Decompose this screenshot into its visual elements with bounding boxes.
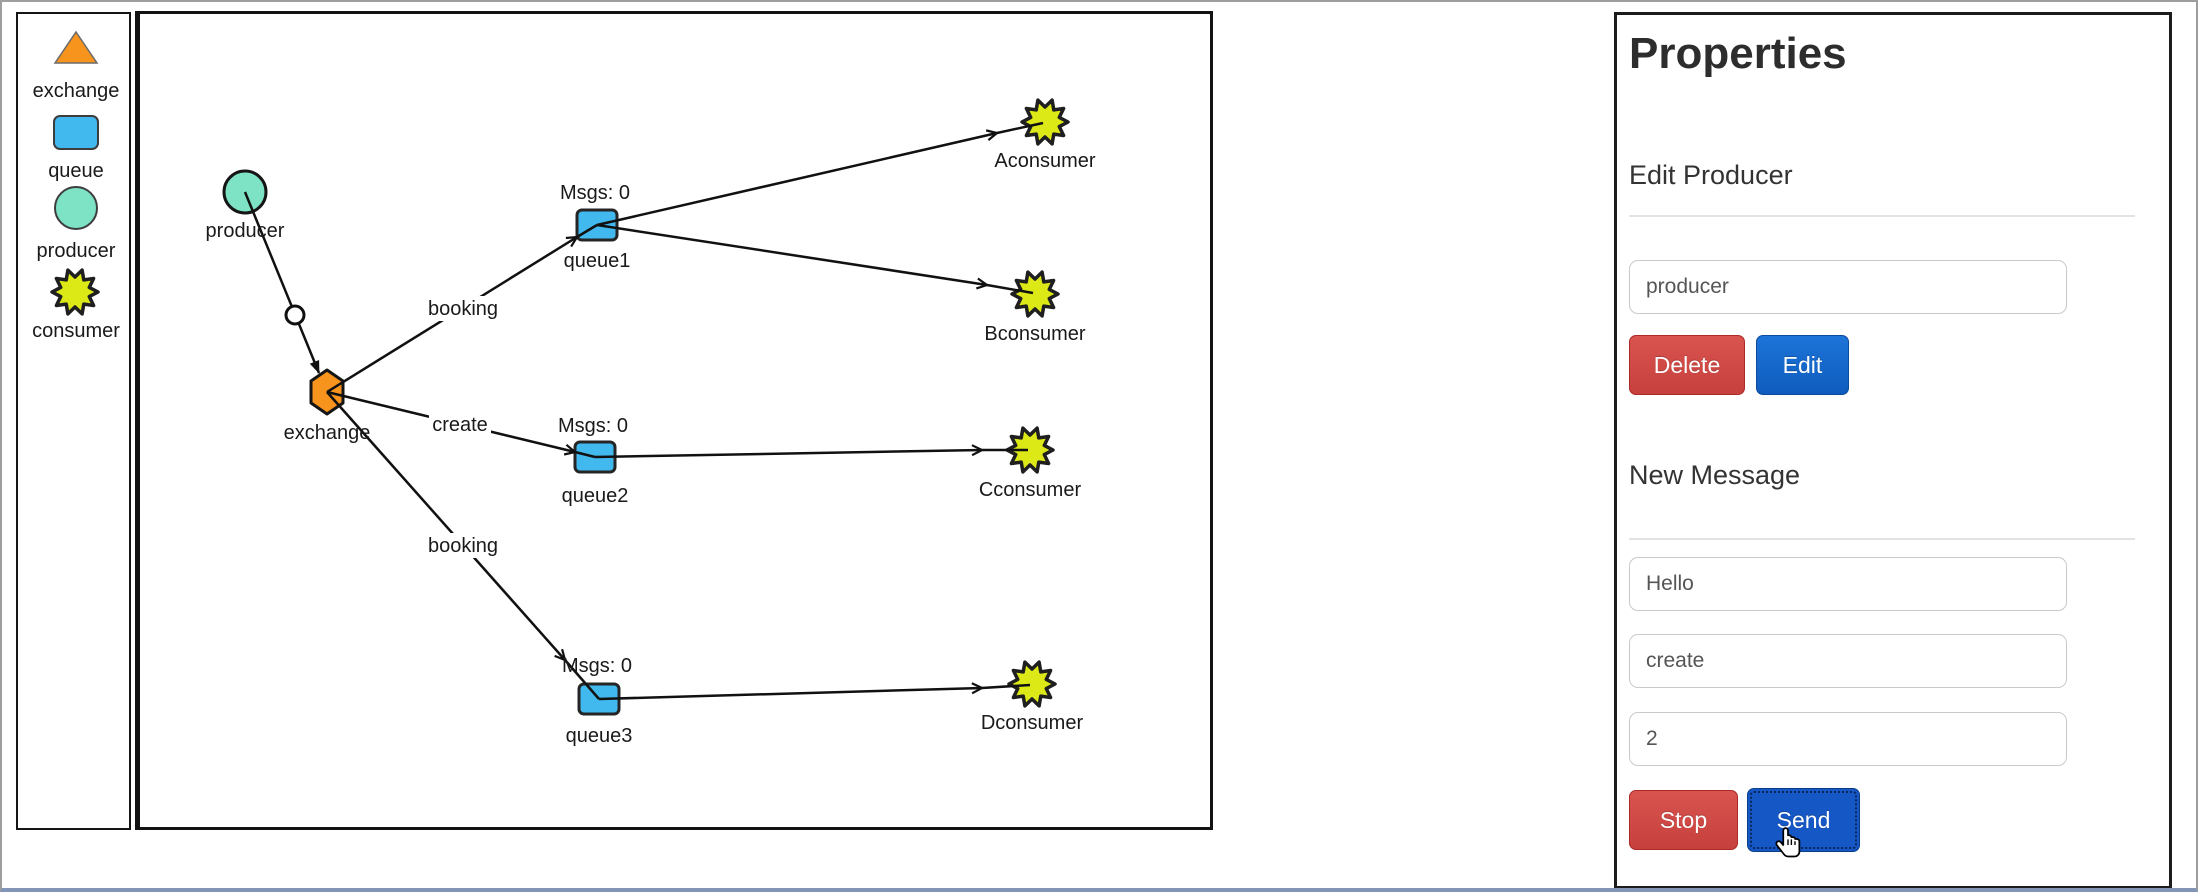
edge-exchange-queue3[interactable] (326, 391, 567, 662)
palette-producer-icon[interactable] (54, 186, 98, 230)
label-queue2: queue2 (562, 485, 629, 507)
diagram-canvas[interactable]: booking create booking producer exchange… (135, 11, 1213, 830)
node-aconsumer[interactable] (1020, 98, 1070, 146)
diagram-svg: booking create booking producer exchange… (206, 98, 1096, 747)
edge-queue3-dconsumer[interactable] (598, 682, 985, 701)
palette-consumer-label: consumer (32, 320, 120, 342)
edge-label-bg (423, 533, 503, 558)
node-bconsumer[interactable] (1010, 270, 1060, 318)
edge-queue1-bconsumer-tail (986, 283, 1034, 295)
label-bconsumer: Bconsumer (984, 323, 1085, 345)
edge-label-booking2: booking (428, 535, 498, 557)
label-exchange: exchange (284, 422, 371, 444)
label-queue3-msgs: Msgs: 0 (562, 655, 632, 677)
routing-key-input[interactable] (1629, 634, 2067, 688)
edge-queue1-aconsumer-tail (996, 121, 1044, 135)
palette-producer-label: producer (37, 240, 116, 262)
label-producer: producer (206, 220, 285, 242)
edge-queue3-dconsumer-tail (981, 683, 1031, 690)
delete-button[interactable]: Delete (1629, 335, 1745, 395)
edge-exchange-queue2-tail (574, 450, 596, 459)
edge-label-bg (429, 412, 491, 437)
label-cconsumer: Cconsumer (979, 479, 1082, 501)
palette-consumer-icon[interactable] (50, 268, 100, 316)
edge-label-bg (423, 296, 503, 321)
panel-title: Properties (1629, 29, 1847, 78)
palette-exchange-label: exchange (33, 80, 120, 102)
properties-panel: Properties Edit Producer Delete Edit New… (1614, 12, 2172, 888)
edge-producer-exchange[interactable] (243, 191, 321, 374)
label-aconsumer: Aconsumer (994, 150, 1095, 172)
palette-queue-label: queue (48, 160, 104, 182)
send-button[interactable]: Send (1747, 788, 1860, 852)
new-message-heading: New Message (1629, 460, 1801, 490)
label-queue1-msgs: Msgs: 0 (560, 182, 630, 204)
edit-producer-heading: Edit Producer (1629, 160, 1793, 190)
shape-palette: exchange queue producer consumer (16, 12, 131, 830)
label-queue3: queue3 (566, 725, 633, 747)
link-handle[interactable] (284, 304, 306, 326)
edge-exchange-queue1-tail (576, 223, 598, 239)
message-input[interactable] (1629, 557, 2067, 611)
edge-exchange-queue3-tail (564, 659, 600, 700)
edit-button[interactable]: Edit (1756, 335, 1849, 395)
divider (1629, 215, 2135, 217)
edge-label-booking1: booking (428, 298, 498, 320)
stop-button[interactable]: Stop (1629, 790, 1738, 850)
label-dconsumer: Dconsumer (981, 712, 1084, 734)
count-input[interactable] (1629, 712, 2067, 766)
producer-name-input[interactable] (1629, 260, 2067, 314)
label-queue1: queue1 (564, 250, 631, 272)
label-queue2-msgs: Msgs: 0 (558, 415, 628, 437)
palette-exchange-icon[interactable] (53, 30, 99, 64)
divider (1629, 538, 2135, 540)
palette-canvas: exchange queue producer consumer (32, 30, 120, 342)
node-dconsumer[interactable] (1007, 660, 1057, 708)
edge-queue2-cconsumer[interactable] (594, 444, 985, 459)
palette-queue-icon[interactable] (53, 115, 99, 150)
edge-queue1-aconsumer[interactable] (596, 129, 1000, 227)
edge-queue1-bconsumer[interactable] (596, 223, 990, 290)
edge-label-create: create (432, 414, 488, 436)
